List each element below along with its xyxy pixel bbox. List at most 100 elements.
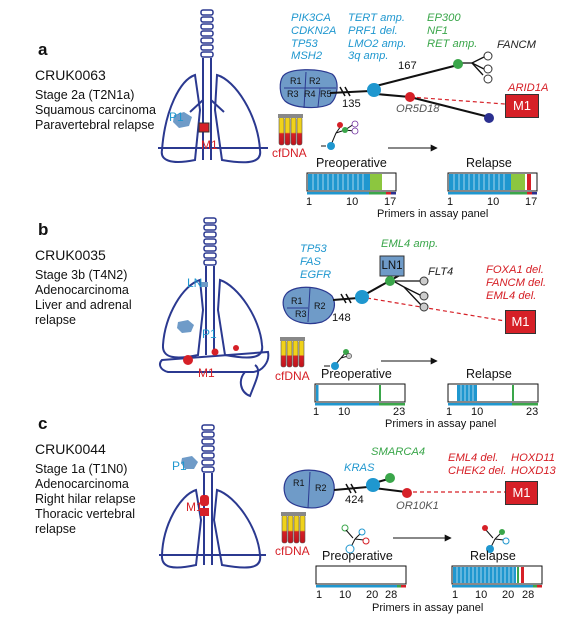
panel-a-p1-label: P1: [169, 110, 184, 124]
panel-b-trunk-node: [355, 290, 369, 304]
panel-a-dark-node: [484, 113, 494, 123]
panel-c-tick: 20: [502, 589, 515, 601]
gene-label: RET amp.: [427, 37, 478, 50]
panel-a-cfdna-tubes: [278, 114, 303, 146]
panel-c-lungs: [159, 424, 266, 569]
panel-a-tick: 17: [384, 196, 397, 208]
panel-b-tick: 10: [471, 406, 484, 418]
panel-c-p1-label: P1: [172, 459, 187, 473]
panel-c-green-node: [385, 473, 395, 483]
panel-c-tick: 20: [366, 589, 379, 601]
panel-c-axis-label: Primers in assay panel: [372, 602, 484, 614]
panel-b-count-148: 148: [332, 312, 351, 324]
gene-label: EML4 del.: [448, 452, 499, 464]
info-line: Right hilar relapse: [35, 492, 136, 506]
region-label: R3: [287, 89, 299, 99]
panel-c-trunk-gene: KRAS: [344, 462, 375, 474]
panel-a-green-genes: EP300 NF1 RET amp.: [427, 12, 477, 50]
panel-a-black-gene: FANCM: [497, 39, 536, 51]
gene-label: TP53: [300, 243, 327, 255]
panel-a-trunk-node: [367, 83, 381, 97]
gene-label: FAS: [300, 255, 321, 268]
panel-b-green-node: [385, 276, 395, 286]
gene-label: NF1: [427, 24, 449, 37]
gene-label: LMO2 amp.: [348, 37, 407, 50]
panel-b-met-link: [366, 297, 506, 322]
panel-a-red-node: [405, 92, 415, 102]
panel-b-patient-id: CRUK0035: [35, 247, 106, 263]
info-line: relapse: [35, 313, 76, 327]
info-line: Thoracic vertebral: [35, 507, 136, 521]
panel-b-relapse-bar: [447, 383, 539, 406]
panel-b-tick: 23: [393, 406, 406, 418]
panel-c-letter: c: [38, 414, 48, 433]
panel-a-mini-tree: [330, 123, 355, 146]
panel-a-primary-tumour: [173, 112, 192, 128]
panel-a-lungs: [158, 9, 268, 164]
panel-a-m1-label: M1: [201, 138, 218, 152]
gene-label: PRF1 del.: [348, 24, 398, 37]
panel-a-cfdna-label: cfDNA: [272, 146, 307, 160]
panel-a-tick: 10: [487, 196, 500, 208]
panel-b-axis-label: Primers in assay panel: [385, 418, 497, 430]
panel-a-met-link: [409, 96, 506, 105]
panel-b-preop-label: Preoperative: [321, 367, 392, 381]
panel-b-cfdna-label: cfDNA: [275, 369, 310, 383]
gene-label: HOXD13: [511, 464, 556, 477]
panel-c-grey-gene: OR10K1: [396, 500, 439, 512]
panel-c-tick: 28: [385, 589, 398, 601]
panel-b-m1-box: M1: [505, 310, 536, 334]
gene-label: TP53: [291, 37, 318, 50]
gene-label: FANCM del.: [486, 276, 547, 289]
region-label: R1: [290, 76, 302, 86]
panel-c-trunk-node: [366, 478, 380, 492]
panel-a-trunk-genes: PIK3CA CDKN2A TP53 MSH2: [291, 12, 336, 63]
panel-b-tick: 1: [446, 406, 453, 418]
panel-c-info: Stage 1a (T1N0) Adenocarcinoma Right hil…: [35, 462, 136, 537]
panel-c-tumour-regions: [283, 469, 335, 509]
panel-a-relapse-label: Relapse: [466, 156, 512, 170]
panel-b-green-gene: EML4 amp.: [381, 238, 439, 250]
panel-c-tick: 28: [522, 589, 535, 601]
panel-c-red-genes-left: EML4 del. CHEK2 del.: [448, 452, 506, 478]
gene-label: EP300: [427, 12, 461, 24]
region-label: R3: [295, 309, 307, 319]
panel-c-relapse-bar: [451, 565, 543, 588]
panel-a-branch-genes: TERT amp. PRF1 del. LMO2 amp. 3q amp.: [348, 12, 406, 63]
region-label: R2: [315, 483, 327, 493]
panel-b-letter: b: [38, 220, 49, 239]
panel-b-tick: 23: [526, 406, 539, 418]
panel-a-tick: 17: [525, 196, 538, 208]
panel-b-p1-label: P1: [202, 327, 217, 341]
region-label: R5: [320, 89, 332, 99]
info-line: Adenocarcinoma: [35, 477, 129, 491]
panel-a-tick: 10: [346, 196, 359, 208]
panel-b-m1-label: M1: [198, 366, 215, 380]
panel-b-tick: 1: [313, 406, 320, 418]
panel-c-m1-label: M1: [186, 500, 203, 514]
panel-c-count-424: 424: [345, 494, 364, 506]
panel-b-phylogeny: [332, 274, 423, 307]
panel-a-tick: 1: [447, 196, 454, 208]
region-label: R4: [304, 89, 316, 99]
panel-b-primary-tumour: [177, 320, 194, 333]
gene-label: MSH2: [291, 50, 323, 63]
gene-label: PIK3CA: [291, 12, 331, 24]
panel-b-red-genes: FOXA1 del. FANCM del. EML4 del.: [486, 264, 546, 302]
region-label: R1: [291, 296, 303, 306]
panel-a-patient-id: CRUK0063: [35, 67, 106, 83]
panel-a-count-167: 167: [398, 60, 417, 72]
panel-c-met-site-2: [200, 508, 209, 516]
panel-b-cfdna-tubes: [280, 337, 305, 368]
panel-b-info: Stage 3b (T4N2) Adenocarcinoma Liver and…: [35, 268, 132, 328]
info-line: Adenocarcinoma: [35, 283, 129, 297]
panel-c-met-site-1: [200, 495, 209, 506]
panel-b-node-site: [201, 282, 208, 287]
panel-c-m1-box: M1: [505, 481, 538, 505]
panel-a-letter: a: [38, 40, 48, 59]
panel-a-relapse-bar: [447, 172, 538, 195]
panel-b-ln1-label: LN1: [381, 260, 403, 272]
panel-b-relapse-label: Relapse: [466, 367, 512, 381]
region-label: R2: [314, 301, 326, 311]
